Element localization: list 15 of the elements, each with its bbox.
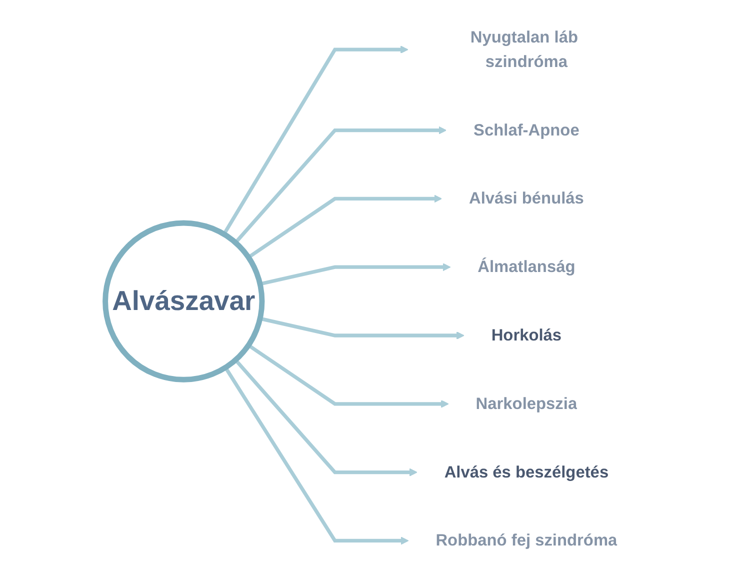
node-text: Alvás és beszélgetés	[444, 462, 608, 481]
node-text: Narkolepszia	[476, 394, 577, 413]
arrow	[224, 366, 409, 545]
node-text: Alvási bénulás	[468, 189, 584, 208]
node-text: Schlaf-Apnoe	[473, 120, 580, 139]
node-text: Álmatlanság	[477, 258, 576, 276]
node-text: Horkolás	[491, 326, 562, 344]
arrow	[234, 126, 446, 244]
node-text: Robbanó fej szindróma	[436, 531, 618, 550]
arrow	[247, 194, 442, 259]
arrow	[222, 46, 408, 236]
arrow	[234, 358, 418, 476]
node-text: Nyugtalan láb szindróma	[470, 28, 578, 71]
node-circle: Alvászavar	[102, 220, 265, 382]
arrow	[247, 344, 449, 408]
